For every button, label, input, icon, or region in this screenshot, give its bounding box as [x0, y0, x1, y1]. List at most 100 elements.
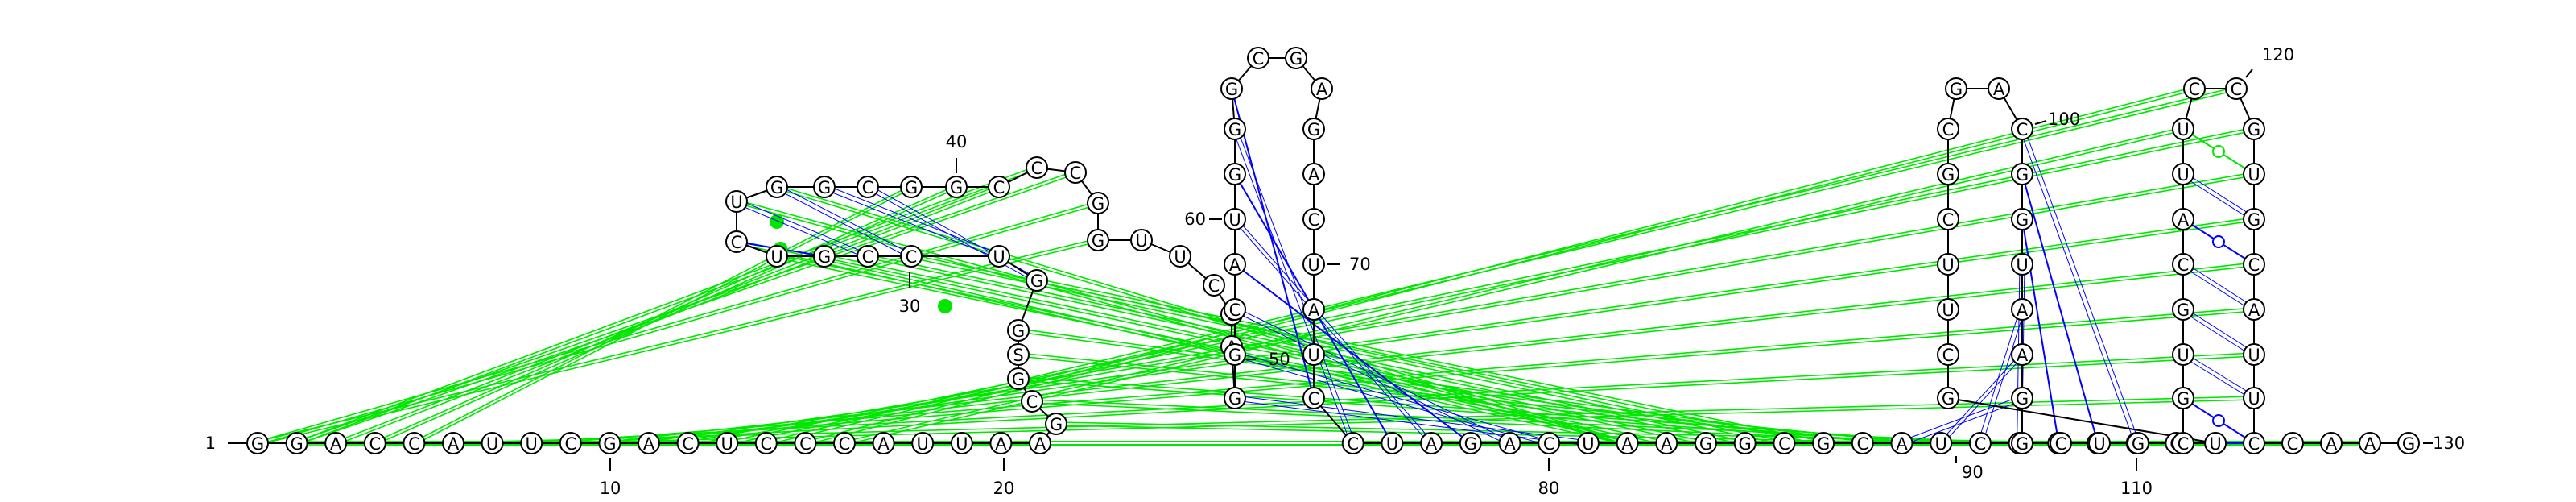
nucleotide-letter: U	[1174, 247, 1186, 267]
nucleotide-letter: U	[1228, 210, 1241, 230]
nucleotide-letter: C	[1975, 434, 1987, 454]
canonical-pair-link	[824, 189, 1000, 259]
nucleotide-circle	[1937, 298, 1959, 321]
position-tick	[2034, 120, 2047, 125]
nucleotide-circle	[857, 176, 879, 198]
nucleotide-letter: C	[1308, 210, 1320, 230]
nucleotide: G	[813, 176, 836, 198]
nucleotide-letter: U	[770, 247, 782, 267]
pair-link	[2021, 173, 2099, 444]
nucleotide-letter: U	[1942, 301, 1954, 320]
nucleotide-circle	[2243, 432, 2265, 454]
pseudoknot-link	[609, 265, 2255, 446]
position-label: 50	[1269, 350, 1290, 369]
nucleotide-letter: A	[1993, 80, 2005, 99]
nucleotide-circle	[2172, 253, 2194, 276]
nucleotide-circle	[2243, 343, 2265, 366]
nucleotide: C	[363, 432, 386, 454]
noncanonical-pair-marker	[2212, 414, 2225, 427]
canonical-pair-link	[2182, 261, 2255, 308]
nucleotide: G	[900, 176, 923, 198]
nucleotide: G	[2011, 163, 2033, 185]
pseudoknot-link	[736, 202, 1628, 446]
pseudoknot-link	[805, 89, 2195, 446]
nucleotide: C	[794, 432, 817, 454]
nucleotide-circle	[1937, 163, 1959, 185]
nucleotide-circle	[1026, 269, 1048, 292]
nucleotide: G	[813, 245, 836, 268]
nucleotide-letter: G	[770, 178, 783, 197]
nucleotide: U	[1576, 432, 1600, 454]
nucleotide-circle	[833, 432, 856, 454]
nucleotide: C	[2183, 77, 2206, 100]
nucleotide-letter: U	[1582, 434, 1594, 454]
nucleotide: G	[2127, 432, 2149, 454]
nucleotide: G	[1695, 432, 1717, 454]
pseudoknot-link	[824, 257, 1707, 446]
pseudoknot-link	[257, 201, 1099, 442]
nucleotide-circle	[766, 245, 788, 268]
nucleotide-letter: A	[1621, 434, 1633, 454]
nucleotide: U	[1169, 245, 1191, 268]
canonical-pair-link	[2182, 306, 2255, 353]
nucleotide-circle	[1087, 192, 1109, 214]
nucleotide-letter: G	[2177, 389, 2190, 409]
position-label-text: 100	[2048, 110, 2080, 129]
nucleotide: A	[2243, 298, 2265, 321]
position-label-text: 110	[2120, 479, 2153, 498]
canonical-pair-link	[1232, 128, 1352, 444]
nucleotide-circle	[2011, 387, 2033, 409]
nucleotide-circle	[1302, 118, 1325, 140]
canonical-pair-link	[1901, 395, 2023, 442]
nucleotide-circle	[2011, 208, 2033, 230]
nucleotide: U	[1381, 432, 1404, 454]
nucleotide-circle	[857, 245, 879, 268]
pseudoknot-links	[257, 86, 2370, 446]
nucleotide-letter: C	[1942, 346, 1955, 365]
canonical-pair-link	[2182, 171, 2255, 218]
nucleotide: C	[857, 176, 879, 198]
nucleotide-circle	[2243, 387, 2265, 409]
nucleotide-circle	[1937, 343, 1959, 366]
pseudoknot-link	[844, 130, 2184, 446]
nucleotide-circle	[725, 230, 748, 253]
nucleotide-letter: U	[2177, 120, 2189, 139]
nucleotide-circle	[2397, 432, 2420, 454]
nucleotide: U	[2243, 163, 2265, 185]
nucleotide-letter: C	[1229, 301, 1241, 320]
nucleotide-circle	[813, 176, 836, 198]
nucleotide-letter: C	[1942, 120, 1955, 139]
nucleotide-circle	[2243, 118, 2265, 140]
nucleotide-letter: G	[1699, 434, 1712, 454]
nucleotide-circle	[725, 190, 748, 213]
nucleotide: A	[324, 432, 348, 454]
nucleotide-letter: A	[1896, 434, 1908, 454]
nucleotide: C	[725, 230, 748, 253]
nucleotide: U	[2243, 343, 2265, 366]
nucleotide-letter: G	[2016, 210, 2029, 230]
canonical-pair-link	[2182, 176, 2255, 222]
nucleotide: A	[638, 432, 660, 454]
nucleotide-letter: U	[1135, 231, 1147, 251]
nucleotide: U	[2204, 432, 2227, 454]
nucleotide: G	[1937, 163, 1959, 185]
nucleotide-letter: C	[2248, 434, 2260, 454]
nucleotide-circle	[598, 432, 621, 454]
pseudoknot-link	[805, 86, 2195, 442]
nucleotide-letter: G	[2132, 434, 2145, 454]
nucleotide-circle	[2204, 432, 2227, 454]
position-label: 40	[946, 132, 968, 151]
pseudoknot-link	[736, 199, 1628, 442]
nucleotide-letter: A	[1426, 434, 1438, 454]
nucleotide: C	[1302, 387, 1325, 409]
nucleotide-letter: G	[2248, 120, 2260, 139]
nucleotide-letter: A	[1229, 255, 1241, 275]
position-label: 60	[1184, 210, 1206, 229]
nucleotide-circle	[2225, 77, 2248, 100]
nucleotide-letter: U	[730, 193, 742, 212]
position-label-text: 70	[1349, 255, 1371, 274]
pseudoknot-link	[844, 127, 2184, 442]
nucleotide: A	[1311, 77, 1333, 100]
canonical-pair-link	[1938, 354, 2021, 444]
nucleotide-letter: G	[1228, 346, 1241, 365]
